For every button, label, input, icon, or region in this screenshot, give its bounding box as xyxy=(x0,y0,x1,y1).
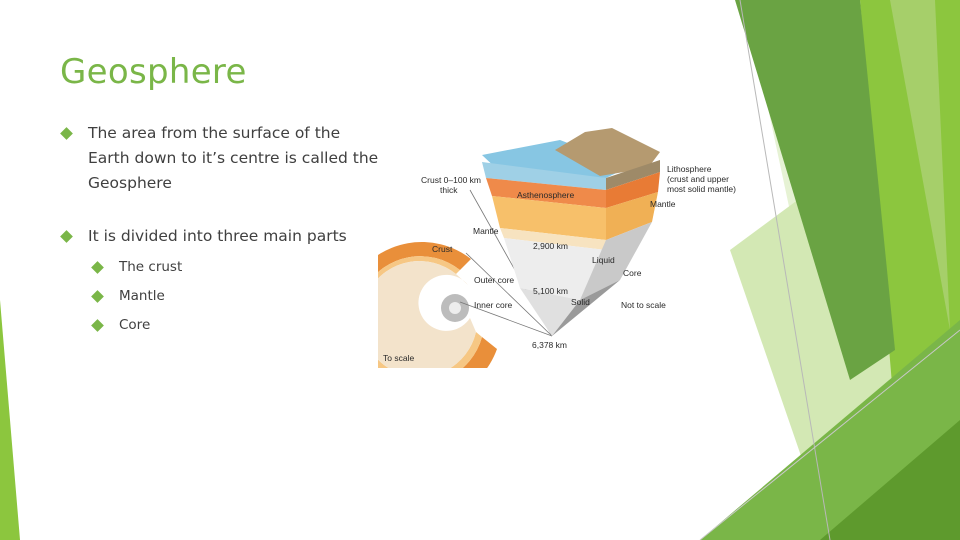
label-inner-core: Inner core xyxy=(474,300,513,310)
label-lithosphere: Lithosphere xyxy=(667,164,712,174)
asthenosphere-front xyxy=(486,178,606,208)
label-liquid: Liquid xyxy=(592,255,615,265)
sub-bullet-list: The crust Mantle Core xyxy=(62,253,382,340)
right-dark-green xyxy=(735,0,895,380)
bullet-list: The area from the surface of the Earth d… xyxy=(60,121,382,340)
slide-title: Geosphere xyxy=(60,52,247,92)
mantle-lower-front xyxy=(500,228,606,250)
asthenosphere-side xyxy=(606,172,660,208)
outer-core-side xyxy=(580,222,652,300)
diagram-labels: Crust 0–100 km thick Lithosphere (crust … xyxy=(383,164,736,363)
sub-bullet-text: The crust xyxy=(119,259,183,275)
crust-ring xyxy=(378,242,497,368)
sub-bullet-item: Mantle xyxy=(91,282,382,311)
label-asthenosphere: Asthenosphere xyxy=(517,190,574,200)
label-to-scale: To scale xyxy=(383,353,414,363)
inner-core-front xyxy=(520,288,580,336)
connector-line xyxy=(465,252,553,337)
mantle-front xyxy=(492,196,606,240)
label-not-to-scale: Not to scale xyxy=(621,300,666,310)
bullet-text: The area from the surface of the Earth d… xyxy=(88,124,379,192)
label-crust-depth-2: thick xyxy=(440,185,458,195)
inner-core-side xyxy=(552,280,620,336)
label-depth-6378: 6,378 km xyxy=(532,340,567,350)
label-lithosphere-2: (crust and upper xyxy=(667,174,729,184)
mantle-side xyxy=(606,192,658,240)
sub-bullet-text: Core xyxy=(119,317,151,333)
bullet-item: It is divided into three main parts xyxy=(60,224,382,249)
inner-core-center xyxy=(449,302,461,314)
mantle-ring xyxy=(378,256,482,368)
label-depth-2900: 2,900 km xyxy=(533,241,568,251)
label-mantle-left: Mantle xyxy=(473,226,499,236)
crust-band-front xyxy=(482,162,606,190)
crust-band-side xyxy=(606,160,660,190)
bullet-item: The area from the surface of the Earth d… xyxy=(60,121,382,196)
layered-block-diagram xyxy=(482,128,660,336)
diamond-bullet-icon xyxy=(91,319,104,332)
label-solid: Solid xyxy=(571,297,590,307)
left-green-sliver xyxy=(0,300,20,540)
right-green-wedge xyxy=(890,0,950,330)
bullet-text: It is divided into three main parts xyxy=(88,227,347,245)
sub-bullet-item: Core xyxy=(91,311,382,340)
outer-core-ring xyxy=(378,261,476,368)
sub-bullet-text: Mantle xyxy=(119,288,165,304)
label-outer-core: Outer core xyxy=(474,275,514,285)
diamond-bullet-icon xyxy=(60,230,73,243)
land-surface xyxy=(555,128,660,176)
diamond-bullet-icon xyxy=(91,261,104,274)
diamond-bullet-icon xyxy=(60,127,73,140)
connector-line xyxy=(459,301,553,337)
earth-cross-section-to-scale xyxy=(378,242,497,368)
thin-line-1 xyxy=(739,0,831,540)
label-lithosphere-3: most solid mantle) xyxy=(667,184,736,194)
sub-bullet-item: The crust xyxy=(91,253,382,282)
diamond-bullet-icon xyxy=(91,290,104,303)
label-crust-depth: Crust 0–100 km xyxy=(421,175,481,185)
bottom-dark-shape xyxy=(820,420,960,540)
label-core: Core xyxy=(623,268,642,278)
label-crust: Crust xyxy=(432,244,453,254)
label-depth-5100: 5,100 km xyxy=(533,286,568,296)
outer-core-front xyxy=(504,238,606,300)
thin-line-2 xyxy=(699,329,960,540)
earth-layers-diagram: Crust 0–100 km thick Lithosphere (crust … xyxy=(378,128,736,368)
label-mantle-right: Mantle xyxy=(650,199,676,209)
